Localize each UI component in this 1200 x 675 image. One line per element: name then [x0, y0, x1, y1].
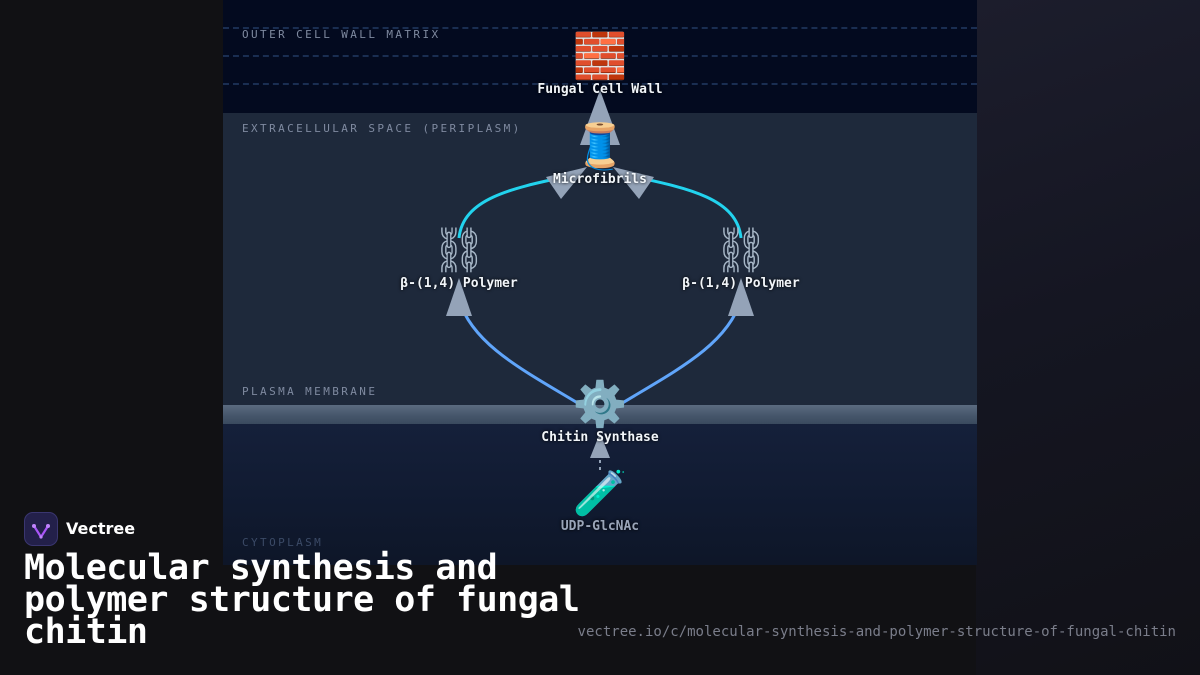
- zone-label-membrane: PLASMA MEMBRANE: [242, 385, 378, 398]
- extracellular-zone: [223, 113, 977, 405]
- background-gradient: [976, 0, 1200, 675]
- arrowhead-icon: [446, 278, 472, 316]
- node-fungal-cell-wall: 🧱 Fungal Cell Wall: [500, 31, 700, 98]
- wall-layer-line: [223, 27, 977, 29]
- test-tube-icon: 🧪: [572, 468, 628, 519]
- node-label: β-(1,4) Polymer: [682, 276, 800, 291]
- source-url[interactable]: vectree.io/c/molecular-synthesis-and-pol…: [577, 624, 1176, 640]
- wall-layer-line: [223, 83, 977, 85]
- node-polymer-right: ⛓ β-(1,4) Polymer: [641, 225, 841, 292]
- logo-mark-icon: [32, 524, 50, 539]
- arrowhead-icon: [613, 167, 654, 199]
- plasma-membrane-band: [223, 405, 977, 424]
- node-label: Fungal Cell Wall: [537, 82, 663, 97]
- node-polymer-left: ⛓ β-(1,4) Polymer: [359, 225, 559, 292]
- arrowhead-icon: [546, 167, 587, 199]
- arrowhead-icon: [580, 90, 620, 145]
- wall-layer-line: [223, 55, 977, 57]
- thread-spool-icon: 🧵: [572, 121, 628, 172]
- gear-icon: ⚙️: [572, 379, 628, 430]
- node-chitin-synthase: ⚙️ Chitin Synthase: [500, 379, 700, 446]
- node-label: β-(1,4) Polymer: [400, 276, 518, 291]
- pathway-edges: [446, 90, 754, 470]
- zone-label-outer: OUTER CELL WALL MATRIX: [242, 28, 441, 41]
- page-title: Molecular synthesis and polymer structur…: [24, 548, 580, 652]
- chain-icon: ⛓: [431, 225, 487, 276]
- node-label: UDP-GlcNAc: [560, 519, 640, 534]
- node-microfibrils: 🧵 Microfibrils: [500, 121, 700, 188]
- chitin-diagram: OUTER CELL WALL MATRIX EXTRACELLULAR SPA…: [223, 0, 977, 565]
- vectree-logo-icon: [24, 512, 58, 546]
- arrowhead-icon: [590, 433, 610, 458]
- brick-wall-icon: 🧱: [572, 31, 628, 82]
- zone-label-cytoplasm: CYTOPLASM: [242, 536, 324, 549]
- node-label: Chitin Synthase: [541, 430, 659, 445]
- node-udp-glcnac: 🧪 UDP-GlcNAc: [500, 468, 700, 535]
- brand-name: Vectree: [66, 519, 136, 538]
- arrowhead-icon: [728, 278, 754, 316]
- zone-label-extracellular: EXTRACELLULAR SPACE (PERIPLASM): [242, 122, 522, 135]
- node-label: Microfibrils: [553, 172, 647, 187]
- chain-icon: ⛓: [713, 225, 769, 276]
